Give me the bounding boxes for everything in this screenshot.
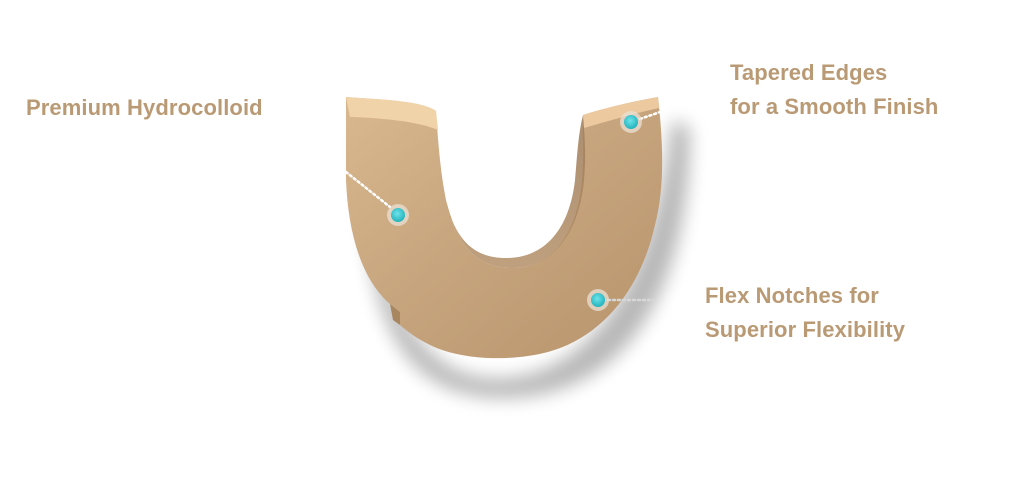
- callout-text-line: Premium Hydrocolloid: [26, 95, 263, 120]
- callout-tapered-edges: Tapered Edges for a Smooth Finish: [730, 56, 938, 124]
- flex-notch: [390, 304, 400, 325]
- patch-shadow: [361, 118, 690, 399]
- marker-tapered-edges: [620, 111, 642, 133]
- callout-text-line: Tapered Edges: [730, 60, 888, 85]
- callout-text-line: for a Smooth Finish: [730, 94, 939, 119]
- callout-text-line: Superior Flexibility: [705, 317, 906, 342]
- marker-hydrocolloid: [387, 204, 409, 226]
- patch-top-bevel-left: [346, 97, 438, 130]
- leader-line-hydrocolloid: [344, 170, 392, 209]
- leader-line-tapered: [638, 110, 662, 121]
- callout-text-line: Flex Notches for: [705, 283, 879, 308]
- callout-premium-hydrocolloid: Premium Hydrocolloid: [26, 91, 263, 125]
- callout-flex-notches: Flex Notches for Superior Flexibility: [705, 279, 905, 347]
- marker-flex-notches: [587, 289, 609, 311]
- patch-top-bevel-right: [583, 97, 659, 128]
